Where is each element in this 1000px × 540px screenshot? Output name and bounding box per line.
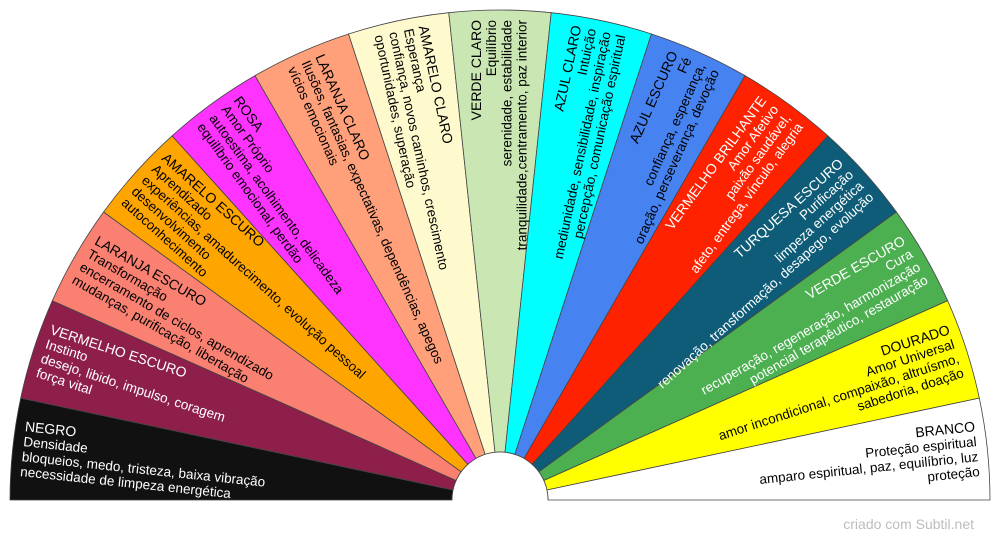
segment-label-branco: BRANCOProteção espiritualamparo espiritu… — [755, 418, 981, 502]
center-hub — [451, 451, 549, 501]
segment-label-verde-claro: VERDE CLAROEquilíbrioserenidade, estabil… — [468, 20, 529, 251]
svg-text:VERDE CLAROEquilíbrioserenidad: VERDE CLAROEquilíbrioserenidade, estabil… — [468, 20, 529, 251]
svg-text:BRANCOProteção espiritualampar: BRANCOProteção espiritualamparo espiritu… — [755, 418, 980, 502]
credit-text: criado com Subtil.net — [843, 516, 974, 532]
